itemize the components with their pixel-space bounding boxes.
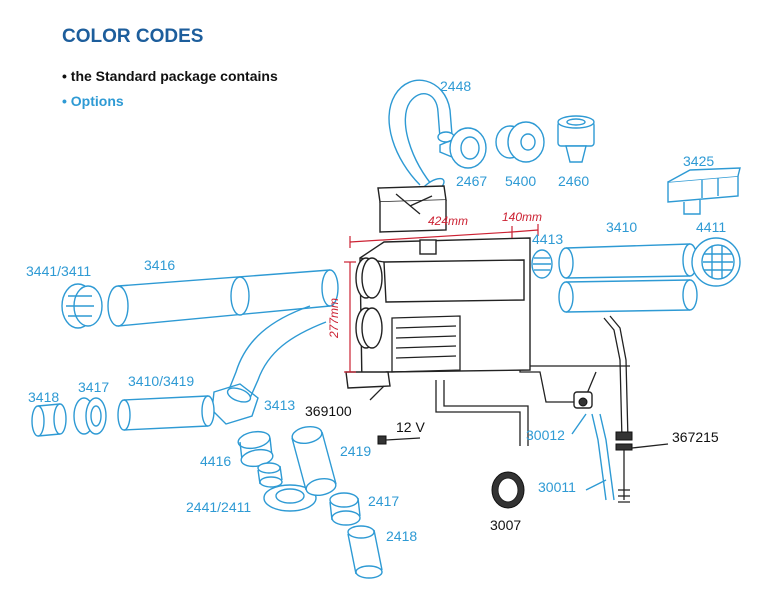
connector-12v	[377, 435, 421, 445]
dimension-height: 277mm	[327, 298, 341, 339]
label-30011: 30011	[538, 479, 576, 495]
part-2460-vent-collar	[557, 115, 595, 163]
label-3410: 3410	[606, 219, 637, 235]
label-2417: 2417	[368, 493, 399, 509]
dimension-depth: 140mm	[502, 210, 542, 224]
label-2467: 2467	[456, 173, 487, 189]
part-2441-2411-flange	[263, 484, 317, 512]
label-3417: 3417	[78, 379, 109, 395]
label-2418: 2418	[386, 528, 417, 544]
label-12v: 12 V	[396, 419, 425, 435]
part-3441-3411-grille	[61, 283, 103, 329]
label-3425: 3425	[683, 153, 714, 169]
heater-unit	[345, 237, 531, 389]
page-title: COLOR CODES	[62, 26, 204, 47]
part-3410-duct-pair	[558, 243, 698, 313]
part-3425-deflector	[667, 167, 741, 215]
part-30012-fuel-pump	[573, 391, 615, 501]
legend-options: • Options	[62, 93, 124, 109]
label-3413: 3413	[264, 397, 295, 413]
label-2460: 2460	[558, 173, 589, 189]
part-2418-duct	[347, 525, 383, 579]
label-4416: 4416	[200, 453, 231, 469]
legend-standard: • the Standard package contains	[62, 68, 278, 84]
label-3410-3419: 3410/3419	[128, 373, 194, 389]
label-30012: 30012	[526, 427, 565, 443]
label-3007: 3007	[490, 517, 521, 533]
part-3417-coupler	[73, 397, 107, 435]
label-2441-2411: 2441/2411	[186, 499, 251, 515]
part-3416-long-duct	[107, 269, 339, 327]
part-4413-grille	[531, 249, 553, 279]
part-mounting-bracket	[377, 185, 447, 233]
part-3410-3419-duct-piece	[117, 395, 215, 431]
label-4413: 4413	[532, 231, 563, 247]
fuel-and-wiring-lines	[435, 315, 630, 446]
label-2419: 2419	[340, 443, 371, 459]
part-4411-round-grille	[691, 237, 741, 287]
leader-lines	[369, 385, 669, 491]
part-3007-controller	[491, 471, 525, 509]
part-2419-duct	[291, 426, 337, 496]
part-2448-curved-duct	[388, 79, 455, 199]
label-3416: 3416	[144, 257, 175, 273]
label-2448: 2448	[440, 78, 471, 94]
dimension-lines	[344, 224, 539, 373]
label-369100: 369100	[305, 403, 352, 419]
dimension-width: 424mm	[428, 214, 468, 228]
label-367215: 367215	[672, 429, 719, 445]
part-2417-coupler	[329, 492, 361, 526]
label-3441-3411: 3441/3411	[26, 263, 91, 279]
part-3418-duct-piece	[31, 403, 67, 437]
part-2467-round-vent	[439, 127, 487, 169]
label-4411: 4411	[696, 219, 726, 235]
part-5400-vent	[495, 121, 545, 163]
part-367215-standpipe	[615, 431, 633, 503]
label-5400: 5400	[505, 173, 536, 189]
label-3418: 3418	[28, 389, 59, 405]
part-4416-coupler	[237, 430, 283, 488]
